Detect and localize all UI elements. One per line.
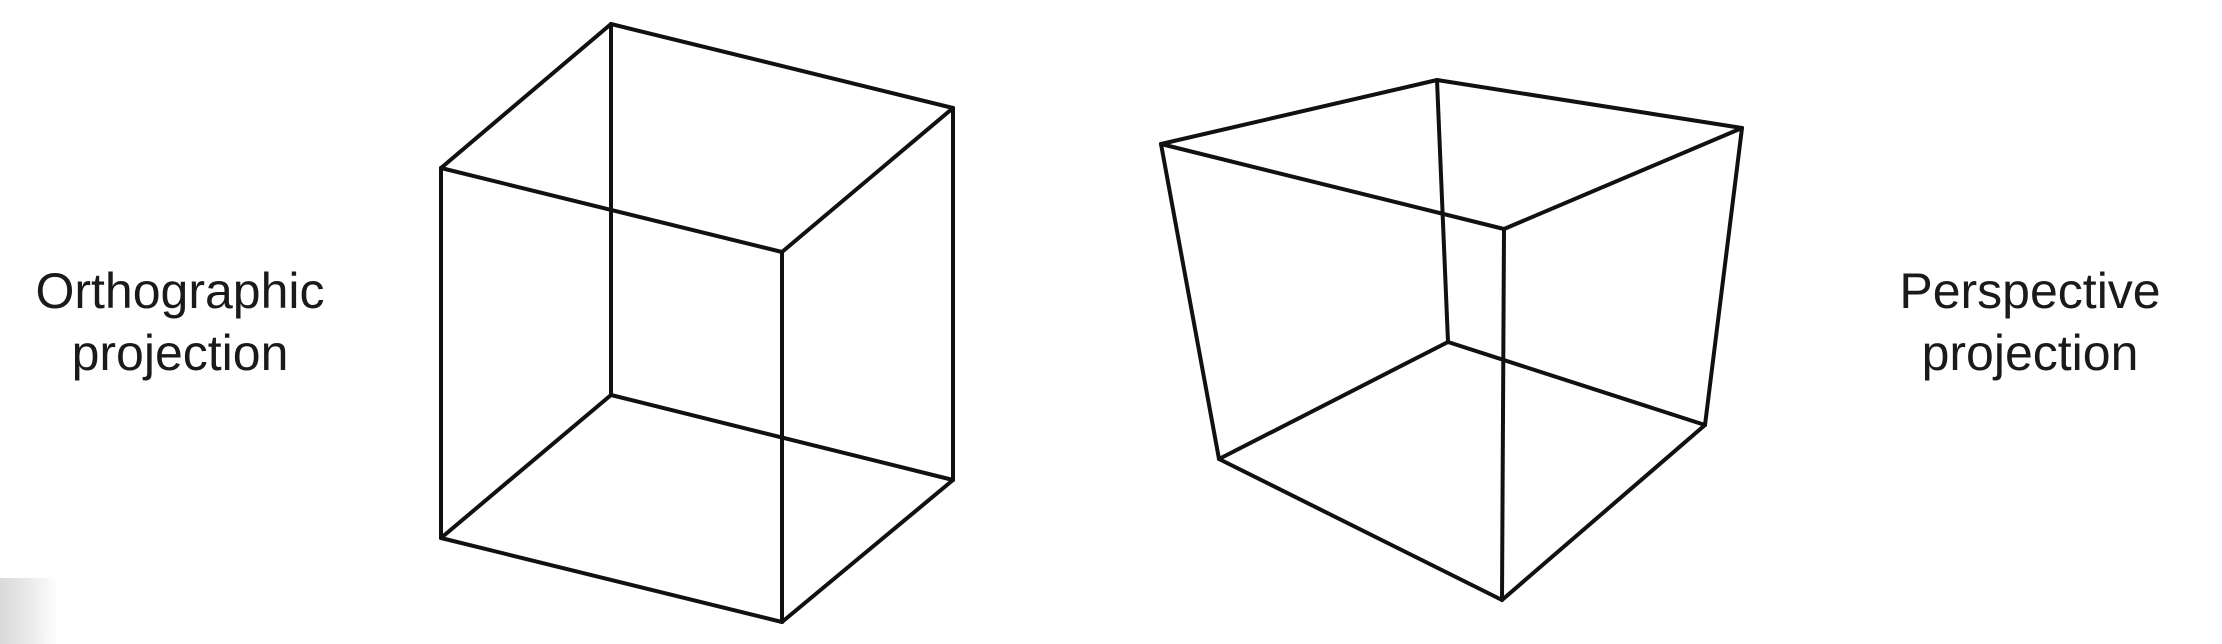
perspective-label-line1: Perspective bbox=[1899, 263, 2161, 319]
persp-edge-vertical-back bbox=[1435, 78, 1450, 344]
orthographic-cube bbox=[439, 22, 955, 624]
perspective-cube bbox=[1159, 78, 1744, 602]
ortho-edge-bottom-front-left bbox=[439, 536, 784, 624]
orthographic-label-line2: projection bbox=[71, 325, 289, 381]
orthographic-label-line1: Orthographic bbox=[35, 263, 325, 319]
persp-edge-bottom-back-left bbox=[1217, 340, 1450, 461]
ortho-edge-bottom-front-right bbox=[780, 478, 955, 624]
persp-edge-top-back-right bbox=[1435, 78, 1744, 130]
persp-edge-vertical-left bbox=[1159, 142, 1221, 461]
ortho-edge-top-back-left bbox=[439, 22, 613, 170]
ortho-edge-bottom-back-left bbox=[439, 393, 613, 540]
ortho-edge-top-back-right bbox=[609, 22, 955, 110]
perspective-label-line2: projection bbox=[1921, 325, 2139, 381]
ortho-edge-top-front-right bbox=[780, 106, 955, 254]
persp-edge-top-front-left bbox=[1159, 142, 1506, 231]
persp-edge-bottom-front-left bbox=[1217, 457, 1504, 602]
persp-edge-top-front-right bbox=[1502, 126, 1744, 231]
persp-edge-top-back-left bbox=[1159, 78, 1439, 146]
ortho-edge-bottom-back-right bbox=[609, 393, 955, 482]
corner-thumbnail bbox=[0, 578, 58, 644]
perspective-projection-label: Perspective projection bbox=[1880, 260, 2180, 384]
persp-edge-bottom-back-right bbox=[1446, 340, 1707, 427]
orthographic-projection-label: Orthographic projection bbox=[10, 260, 350, 384]
persp-edge-bottom-front-right bbox=[1500, 423, 1707, 602]
persp-edge-vertical-right bbox=[1703, 126, 1744, 427]
persp-edge-vertical-front bbox=[1500, 227, 1506, 602]
